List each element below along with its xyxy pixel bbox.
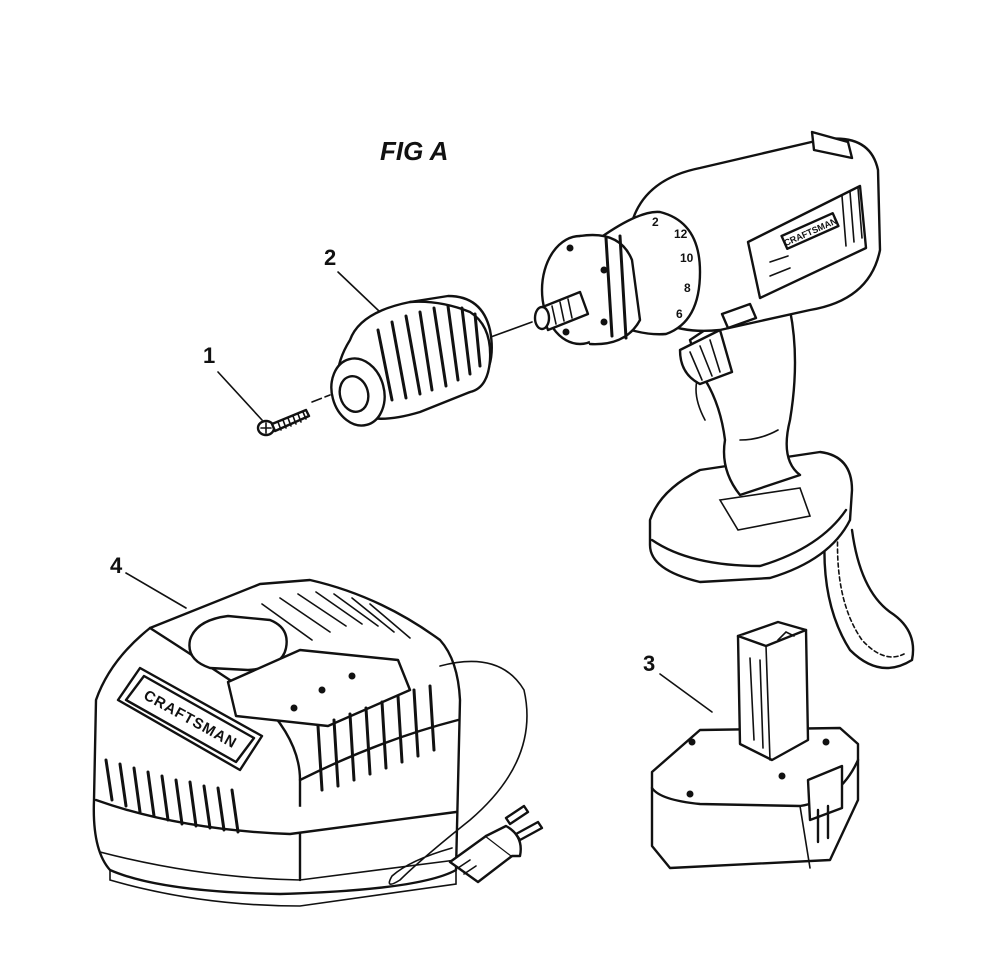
callout-number-3: 3: [643, 651, 656, 676]
callout-number-1: 1: [203, 343, 216, 368]
drill-body-icon: CRAFTSMAN 2 12 10 8 6: [533, 130, 915, 670]
clutch-mark-3: 10: [680, 251, 694, 265]
clutch-mark-2: 12: [674, 227, 688, 241]
clutch-mark-4: 8: [684, 281, 691, 295]
figure-title: FIG A: [380, 136, 449, 166]
battery-pack-icon: [650, 620, 860, 870]
power-plug-icon: [448, 804, 544, 884]
screw-icon: [217, 371, 331, 437]
clutch-mark-5: 6: [676, 307, 683, 321]
charger-icon: CRAFTSMAN: [92, 572, 528, 907]
callout-number-4: 4: [110, 553, 123, 578]
callout-number-2: 2: [324, 245, 337, 270]
chuck-icon: [330, 271, 533, 427]
clutch-mark-1: 2: [652, 215, 659, 229]
